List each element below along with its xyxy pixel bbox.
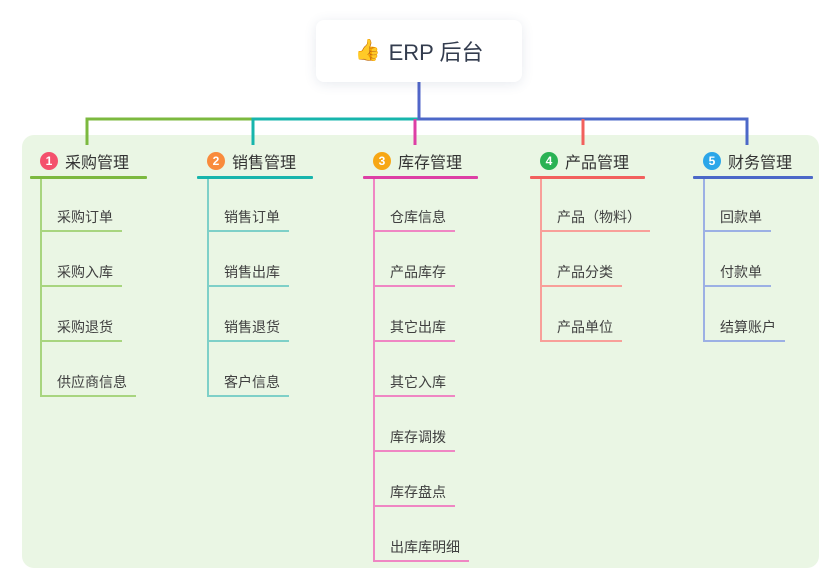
- child-underline: [207, 285, 289, 287]
- child-underline: [540, 340, 622, 342]
- child-underline: [373, 450, 455, 452]
- root-node-label: ERP 后台: [388, 40, 484, 65]
- child-node[interactable]: 销售退货: [224, 319, 280, 335]
- branch-node-3[interactable]: 3 库存管理: [373, 151, 463, 172]
- branch-label: 产品管理: [565, 155, 630, 172]
- child-underline: [207, 230, 289, 232]
- branch-underline: [197, 176, 313, 179]
- child-node[interactable]: 采购订单: [57, 209, 113, 225]
- child-node[interactable]: 结算账户: [720, 319, 776, 335]
- child-connector-line: [373, 179, 375, 562]
- child-node[interactable]: 产品单位: [557, 319, 613, 335]
- child-connector-line: [540, 179, 542, 342]
- child-node[interactable]: 付款单: [720, 264, 762, 280]
- child-underline: [373, 230, 455, 232]
- child-node[interactable]: 供应商信息: [57, 374, 127, 390]
- branch-number-badge: 5: [703, 152, 721, 170]
- child-underline: [703, 340, 785, 342]
- branch-underline: [363, 176, 478, 179]
- child-underline: [40, 395, 136, 397]
- child-node[interactable]: 产品库存: [390, 264, 446, 280]
- child-underline: [40, 230, 122, 232]
- child-node[interactable]: 库存盘点: [390, 484, 446, 500]
- child-underline: [373, 340, 455, 342]
- branch-underline: [30, 176, 147, 179]
- child-node[interactable]: 仓库信息: [390, 209, 446, 225]
- branch-underline: [693, 176, 813, 179]
- child-node[interactable]: 回款单: [720, 209, 762, 225]
- branch-number-badge: 4: [540, 152, 558, 170]
- root-node-erp[interactable]: 👍 ERP 后台: [316, 20, 522, 82]
- child-node[interactable]: 销售订单: [224, 209, 280, 225]
- child-connector-line: [40, 179, 42, 397]
- child-node[interactable]: 客户信息: [224, 374, 280, 390]
- child-connector-line: [207, 179, 209, 397]
- branch-number-badge: 2: [207, 152, 225, 170]
- branch-number-badge: 3: [373, 152, 391, 170]
- child-node[interactable]: 其它入库: [390, 374, 446, 390]
- child-underline: [40, 340, 122, 342]
- branch-node-1[interactable]: 1 采购管理: [40, 151, 130, 172]
- child-underline: [703, 285, 771, 287]
- child-underline: [373, 560, 469, 562]
- child-node[interactable]: 库存调拨: [390, 429, 446, 445]
- branch-node-4[interactable]: 4 产品管理: [540, 151, 630, 172]
- child-underline: [373, 505, 455, 507]
- branch-label: 库存管理: [398, 155, 463, 172]
- thumbs-up-icon: 👍: [354, 39, 381, 62]
- branch-node-2[interactable]: 2 销售管理: [207, 151, 297, 172]
- child-underline: [207, 340, 289, 342]
- branches-background-panel: [22, 135, 819, 568]
- branch-node-5[interactable]: 5 财务管理: [703, 151, 793, 172]
- child-node[interactable]: 产品分类: [557, 264, 613, 280]
- branch-label: 销售管理: [232, 155, 297, 172]
- connector-line: [419, 117, 749, 145]
- child-underline: [540, 285, 622, 287]
- child-underline: [373, 285, 455, 287]
- child-node[interactable]: 采购退货: [57, 319, 113, 335]
- child-underline: [703, 230, 771, 232]
- child-node[interactable]: 产品（物料）: [557, 209, 641, 225]
- child-underline: [40, 285, 122, 287]
- child-underline: [373, 395, 455, 397]
- child-node[interactable]: 销售出库: [224, 264, 280, 280]
- child-connector-line: [703, 179, 705, 342]
- connector-line: [251, 117, 419, 145]
- child-underline: [540, 230, 650, 232]
- child-underline: [207, 395, 289, 397]
- branch-label: 采购管理: [65, 155, 130, 172]
- branch-underline: [530, 176, 645, 179]
- branch-label: 财务管理: [728, 155, 793, 172]
- child-node[interactable]: 出库库明细: [390, 539, 460, 555]
- child-node[interactable]: 采购入库: [57, 264, 113, 280]
- branch-number-badge: 1: [40, 152, 58, 170]
- child-node[interactable]: 其它出库: [390, 319, 446, 335]
